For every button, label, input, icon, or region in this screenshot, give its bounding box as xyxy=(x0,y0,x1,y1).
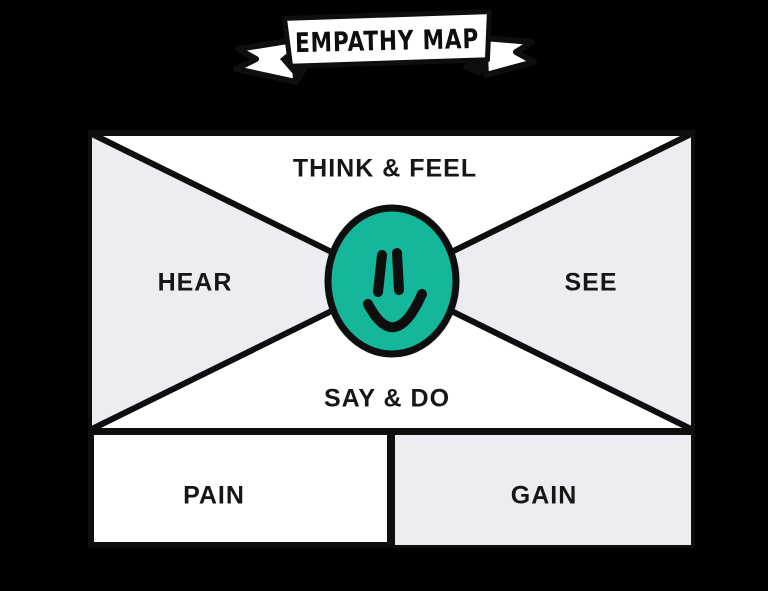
section-label-gain: GAIN xyxy=(510,481,578,510)
see-triangle xyxy=(392,135,691,428)
quadrant-label-think-feel: THINK & FEEL xyxy=(292,154,478,183)
quadrant-label-see: SEE xyxy=(564,268,618,297)
gain-cell-background xyxy=(394,434,691,545)
section-label-pain: PAIN xyxy=(183,481,245,510)
smiley-mouth xyxy=(363,289,427,333)
smiley-face-icon xyxy=(324,204,460,358)
diagram-shapes xyxy=(88,130,695,548)
hear-triangle xyxy=(92,135,392,428)
quadrant-label-say-do: SAY & DO xyxy=(323,384,451,413)
banner-title: EMPATHY MAP xyxy=(295,24,480,59)
ribbon-right-tail xyxy=(481,35,537,78)
banner-panel-group: EMPATHY MAP xyxy=(281,9,492,69)
title-banner: EMPATHY MAP xyxy=(233,9,537,85)
smiley-left-eye xyxy=(373,250,387,297)
smiley-head xyxy=(324,204,460,358)
banner-panel xyxy=(281,9,492,69)
empathy-map-diagram: THINK & FEEL HEAR SEE SAY & DO PAIN GAIN xyxy=(88,130,695,548)
smiley-right-eye xyxy=(392,248,404,295)
quadrant-label-hear: HEAR xyxy=(157,268,233,297)
